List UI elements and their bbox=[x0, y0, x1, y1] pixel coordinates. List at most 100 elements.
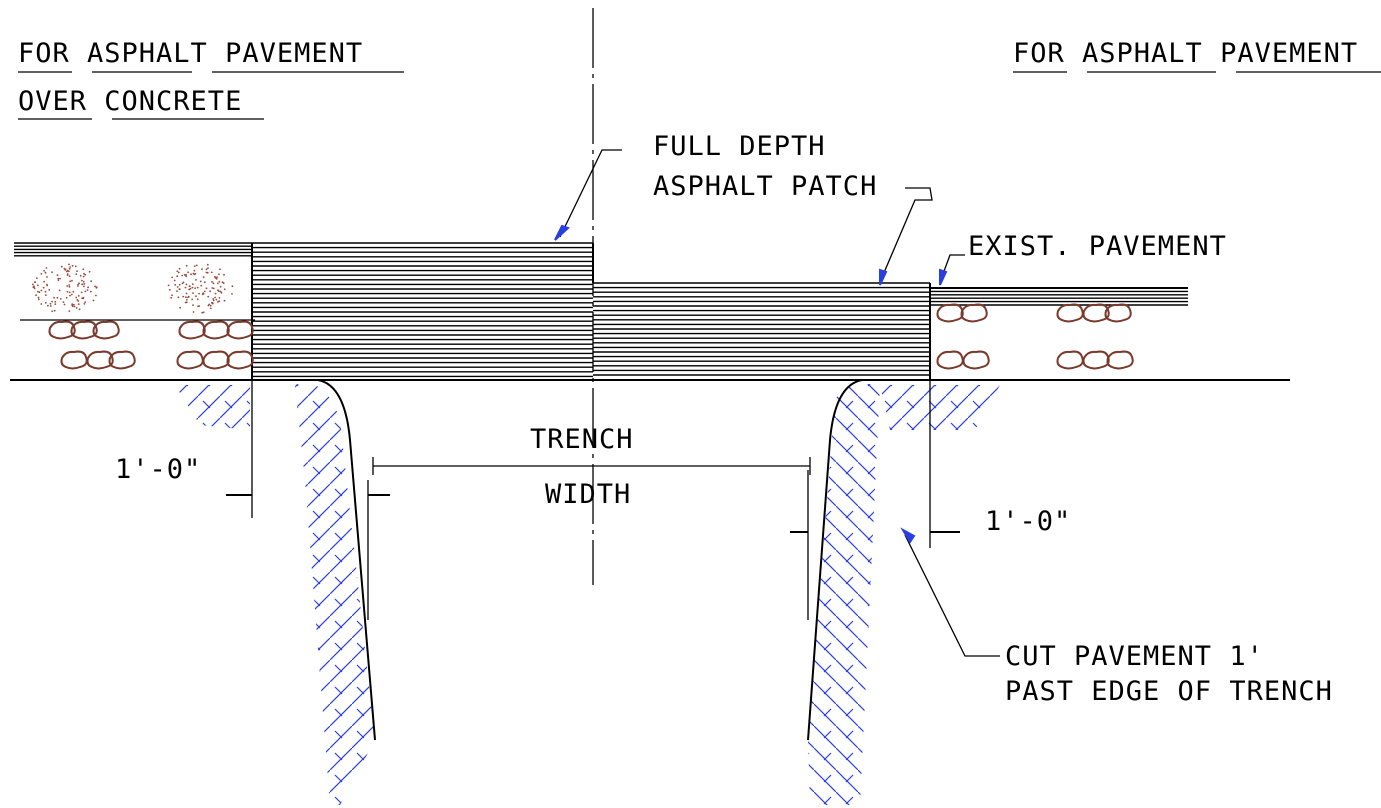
gravel-dot bbox=[75, 297, 77, 299]
stone-aggregate bbox=[50, 305, 1133, 369]
stone bbox=[964, 352, 989, 369]
gravel-dot bbox=[192, 287, 194, 289]
gravel-dot bbox=[197, 287, 199, 289]
gravel-dot bbox=[41, 290, 43, 292]
gravel-dot bbox=[185, 275, 187, 277]
gravel-dot bbox=[190, 273, 192, 275]
gravel-dot bbox=[232, 285, 234, 287]
gravel-dot bbox=[210, 305, 212, 307]
gravel-dot bbox=[202, 292, 204, 294]
gravel-dot bbox=[196, 265, 198, 267]
gravel-dot bbox=[215, 293, 217, 295]
gravel-dot bbox=[69, 275, 71, 277]
gravel-dot bbox=[34, 281, 36, 283]
gravel-dot bbox=[200, 281, 202, 283]
gravel-dot bbox=[61, 266, 63, 268]
gravel-dot bbox=[79, 308, 81, 310]
gravel-dot bbox=[187, 271, 189, 273]
exist-pavement-label: EXIST. PAVEMENT bbox=[968, 231, 1227, 262]
full-depth-label: FULL DEPTH bbox=[653, 131, 826, 162]
gravel-dot bbox=[50, 305, 52, 307]
gravel-dot bbox=[221, 292, 223, 294]
right-title: FOR ASPHALT PAVEMENT bbox=[1013, 38, 1358, 69]
gravel-dot bbox=[83, 286, 85, 288]
width-label: WIDTH bbox=[545, 479, 631, 510]
gravel-dot bbox=[179, 284, 181, 286]
stone bbox=[204, 322, 229, 339]
gravel-dot bbox=[43, 270, 45, 272]
gravel-dot bbox=[43, 287, 45, 289]
gravel-dot bbox=[186, 265, 188, 267]
gravel-dot bbox=[189, 285, 191, 287]
gravel-dot bbox=[57, 297, 59, 299]
gravel-dot bbox=[78, 282, 80, 284]
gravel-dot bbox=[34, 288, 36, 290]
gravel-dot bbox=[190, 288, 192, 290]
gravel-dot bbox=[73, 304, 75, 306]
gravel-dot bbox=[68, 310, 70, 312]
gravel-dot bbox=[35, 294, 37, 296]
gravel-dot bbox=[76, 307, 78, 309]
stone bbox=[62, 352, 87, 369]
trench-label: TRENCH bbox=[530, 424, 634, 455]
stone bbox=[1058, 352, 1083, 369]
stone bbox=[178, 352, 203, 369]
gravel-dot bbox=[177, 286, 179, 288]
gravel-dot bbox=[218, 273, 220, 275]
gravel-dot bbox=[32, 284, 34, 286]
right-dimension-label: 1'-0" bbox=[985, 506, 1071, 537]
gravel-dot bbox=[69, 295, 71, 297]
gravel-dot bbox=[38, 298, 40, 300]
gravel-dot bbox=[194, 273, 196, 275]
gravel-dot bbox=[218, 281, 220, 283]
gravel-dot bbox=[87, 286, 89, 288]
gravel-dot bbox=[198, 293, 200, 295]
gravel-dot bbox=[84, 301, 86, 303]
past-edge-label: PAST EDGE OF TRENCH bbox=[1005, 676, 1333, 707]
gravel-dot bbox=[219, 268, 221, 270]
gravel-dot bbox=[171, 294, 173, 296]
gravel-dot bbox=[60, 298, 62, 300]
gravel-dot bbox=[193, 311, 195, 313]
gravel-dot bbox=[213, 282, 215, 284]
gravel-dot bbox=[178, 296, 180, 298]
gravel-dot bbox=[81, 280, 83, 282]
gravel-dot bbox=[93, 300, 95, 302]
gravel-dot bbox=[169, 289, 171, 291]
gravel-dot bbox=[211, 272, 213, 274]
gravel-dot bbox=[178, 272, 180, 274]
gravel-dot bbox=[207, 296, 209, 298]
gravel-dot bbox=[179, 268, 181, 270]
gravel-dot bbox=[182, 296, 184, 298]
gravel-dot bbox=[50, 303, 52, 305]
gravel-dot bbox=[176, 290, 178, 292]
gravel-dot bbox=[71, 280, 73, 282]
gravel-dot bbox=[176, 275, 178, 277]
gravel-dot bbox=[75, 273, 77, 275]
gravel-dot bbox=[211, 287, 213, 289]
gravel-dot bbox=[66, 297, 68, 299]
left-title-line-1: FOR ASPHALT PAVEMENT bbox=[18, 38, 363, 69]
gravel-dot bbox=[71, 303, 73, 305]
gravel-dot bbox=[186, 284, 188, 286]
gravel-dot bbox=[179, 288, 181, 290]
gravel-dot bbox=[213, 300, 215, 302]
gravel-dot bbox=[90, 280, 92, 282]
gravel-dot bbox=[219, 297, 221, 299]
gravel-dot bbox=[217, 283, 219, 285]
gravel-dot bbox=[76, 299, 78, 301]
gravel-dot bbox=[217, 301, 219, 303]
gravel-dot bbox=[200, 285, 202, 287]
cut-pavement-label: CUT PAVEMENT 1' bbox=[1005, 641, 1264, 672]
gravel-dot bbox=[78, 303, 80, 305]
gravel-dot bbox=[174, 280, 176, 282]
trench-width-dimension-line bbox=[373, 457, 810, 475]
left-title-line-2: OVER CONCRETE bbox=[18, 86, 242, 117]
gravel-dot bbox=[37, 284, 39, 286]
gravel-dot bbox=[195, 295, 197, 297]
gravel-dot bbox=[69, 281, 71, 283]
gravel-dot bbox=[82, 268, 84, 270]
gravel-dot bbox=[222, 281, 224, 283]
gravel-dot bbox=[46, 267, 48, 269]
